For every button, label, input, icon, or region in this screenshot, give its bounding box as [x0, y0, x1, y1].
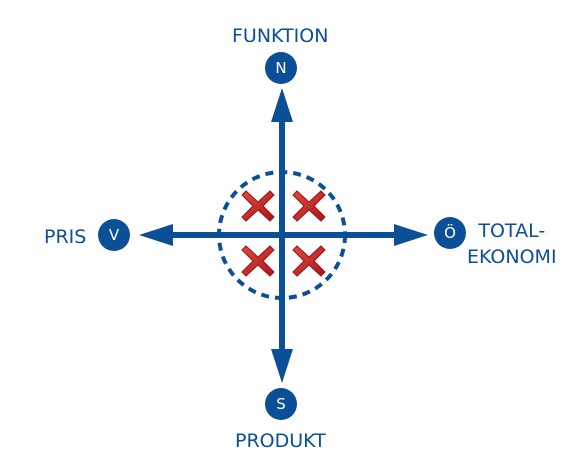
west-badge: V	[98, 219, 130, 251]
west-label: PRIS	[44, 226, 87, 248]
east-label: TOTAL- EKONOMI	[467, 218, 557, 270]
north-arrow-icon	[271, 88, 293, 122]
cross-icon	[241, 245, 275, 277]
cross-icon	[241, 190, 275, 222]
cross-icon	[292, 190, 326, 222]
cross-icon	[292, 245, 326, 277]
north-badge: N	[265, 52, 297, 84]
east-label-line-1: TOTAL-	[478, 220, 546, 242]
east-label-line-2: EKONOMI	[467, 246, 557, 268]
south-arrow-icon	[271, 349, 293, 383]
east-badge: Ö	[434, 217, 466, 249]
west-arrow-icon	[139, 224, 173, 246]
south-label: PRODUKT	[235, 430, 326, 452]
east-arrow-icon	[394, 224, 428, 246]
south-badge: S	[265, 388, 297, 420]
north-label: FUNKTION	[232, 25, 329, 47]
